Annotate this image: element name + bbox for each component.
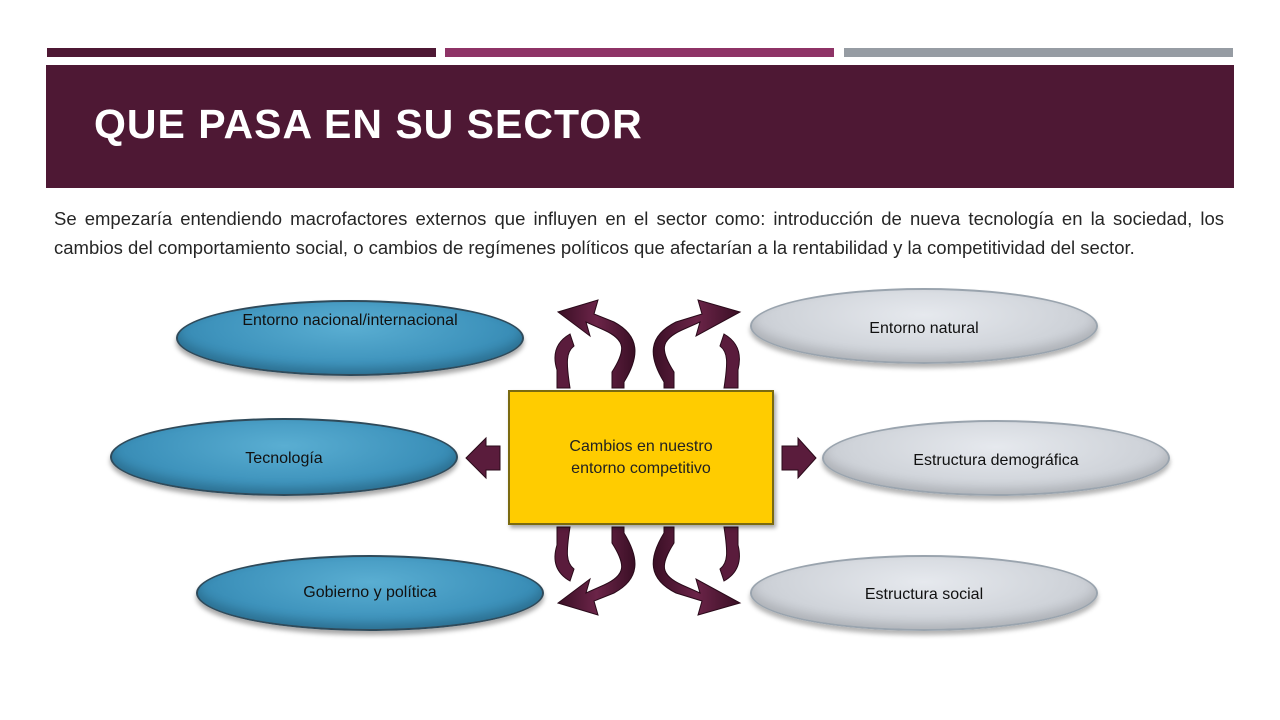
oval-label: Tecnología: [245, 450, 323, 467]
oval-estructura-social: Estructura social: [750, 555, 1098, 631]
arrow-right: [781, 436, 817, 480]
oval-label: Entorno natural: [869, 320, 979, 337]
top-bar-magenta: [445, 48, 834, 57]
curved-arrow-bottom-right: [652, 526, 742, 616]
oval-tecnologia: Tecnología: [110, 418, 458, 496]
top-bar-grey: [844, 48, 1233, 57]
top-bar-dark: [47, 48, 436, 57]
curved-arrow-bottom-right-tail: [719, 526, 740, 582]
curved-arrow-top-right: [652, 299, 742, 389]
title-band: QUE PASA EN SU SECTOR: [46, 65, 1234, 188]
oval-label: Estructura social: [864, 586, 984, 603]
slide-title: QUE PASA EN SU SECTOR: [94, 101, 643, 147]
oval-label: Estructura demográfica: [913, 452, 1079, 469]
oval-entorno-nacional-internacional: Entorno nacional/internacional: [176, 300, 524, 376]
center-box: Cambios en nuestro entorno competitivo: [508, 390, 774, 525]
curved-arrow-top-left: [556, 299, 636, 389]
arrow-left: [465, 436, 501, 480]
curved-arrow-bottom-left: [556, 526, 636, 616]
oval-label: Entorno nacional/internacional: [242, 312, 458, 329]
curved-arrow-top-left-tail: [554, 333, 575, 389]
intro-text: Se empezaría entendiendo macrofactores e…: [54, 208, 1224, 258]
oval-entorno-natural: Entorno natural: [750, 288, 1098, 364]
oval-gobierno-politica: Gobierno y política: [196, 555, 544, 631]
oval-label: Gobierno y política: [303, 584, 437, 601]
center-label: Cambios en nuestro entorno competitivo: [569, 438, 713, 477]
curved-arrow-top-right-tail: [719, 333, 740, 389]
curved-arrow-bottom-left-tail: [554, 526, 575, 582]
oval-estructura-demografica: Estructura demográfica: [822, 420, 1170, 496]
